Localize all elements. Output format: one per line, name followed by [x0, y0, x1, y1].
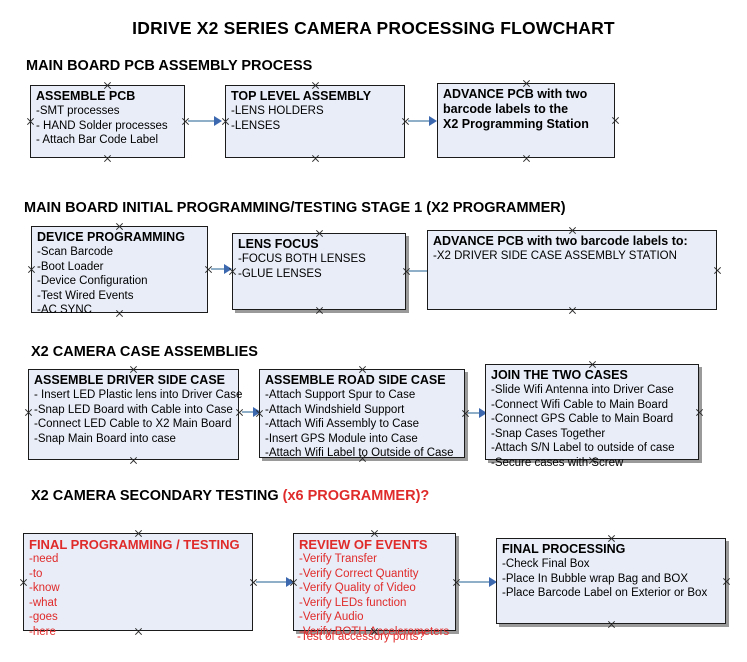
section-heading-2-text: MAIN BOARD INITIAL PROGRAMMING/TESTING S… [24, 200, 566, 216]
flow-box-line: -FOCUS BOTH LENSES [238, 253, 366, 265]
flow-box-line: -Connect GPS Cable to Main Board [491, 413, 674, 425]
section-heading-4-red-text: (x6 PROGRAMMER)? [282, 488, 430, 504]
flow-box-lens-focus[interactable]: LENS FOCUS -FOCUS BOTH LENSES -GLUE LENS… [232, 233, 406, 310]
flow-box-title: FINAL PROGRAMMING / TESTING [29, 537, 240, 552]
flow-box-title: ADVANCE PCB with two barcode labels to: [433, 234, 688, 248]
flow-box-overflow-line: -Test of accessory ports? [297, 631, 425, 643]
flow-box-line: -Secure cases with Screw [491, 456, 624, 469]
flow-box-review-of-events[interactable]: REVIEW OF EVENTS -Verify Transfer -Verif… [293, 533, 456, 638]
flow-box-line: -Verify Transfer [299, 553, 377, 565]
flow-box-line: -Snap Cases Together [491, 427, 606, 440]
flow-box-advance-pcb-programming-station[interactable]: ADVANCE PCB with two barcode labels to t… [437, 83, 615, 158]
flow-box-line: -Snap Main Board into case [34, 432, 176, 445]
flow-box-line: -Snap LED Board with Cable into Case [34, 403, 233, 416]
flow-box-line: -Insert GPS Module into Case [265, 432, 418, 445]
flow-box-title: TOP LEVEL ASSEMBLY [231, 89, 372, 103]
section-heading-4: X2 CAMERA SECONDARY TESTING (x6 PROGRAMM… [31, 488, 429, 504]
flow-box-line: -here [29, 625, 56, 638]
section-heading-2: MAIN BOARD INITIAL PROGRAMMING/TESTING S… [24, 200, 566, 216]
flow-box-line: -Verify Quality of Video [299, 582, 416, 594]
section-heading-1: MAIN BOARD PCB ASSEMBLY PROCESS [26, 58, 312, 74]
flow-box-line: -Attach Wifi Assembly to Case [265, 418, 420, 430]
flow-box-advance-pcb-driver-side-case[interactable]: ADVANCE PCB with two barcode labels to: … [427, 230, 717, 310]
flow-box-final-processing[interactable]: FINAL PROCESSING -Check Final Box -Place… [496, 538, 726, 624]
flow-box-line: -SMT processes [36, 105, 120, 117]
flow-box-title: LENS FOCUS [238, 237, 319, 251]
flow-box-line: -Test Wired Events [37, 289, 134, 302]
flow-box-line: -Device Configuration [37, 275, 148, 287]
flow-box-line: X2 Programming Station [443, 117, 589, 131]
flow-box-line: -Attach Support Spur to Case [265, 389, 416, 401]
flow-box-join-the-two-cases[interactable]: JOIN THE TWO CASES -Slide Wifi Antenna i… [485, 364, 699, 469]
flow-box-line: -Attach Wifi Label to Outside of Case [265, 447, 454, 459]
flow-box-line: -know [29, 582, 60, 594]
section-heading-4-text: X2 CAMERA SECONDARY TESTING [31, 488, 283, 504]
arrow-connector [408, 116, 440, 126]
flow-box-assemble-pcb[interactable]: ASSEMBLE PCB -SMT processes - HAND Solde… [30, 85, 185, 158]
flow-box-final-programming-testing[interactable]: FINAL PROGRAMMING / TESTING -need -to -k… [23, 533, 253, 638]
arrow-connector [468, 408, 490, 418]
flow-box-line: -Check Final Box [502, 558, 590, 570]
arrow-connector [211, 264, 235, 274]
flow-box-title: ADVANCE PCB with two [443, 87, 588, 101]
flow-box-line: -need [29, 553, 59, 565]
flow-box-line: -goes [29, 611, 58, 623]
flow-box-line: barcode labels to the [443, 102, 569, 116]
flow-box-device-programming[interactable]: DEVICE PROGRAMMING -Scan Barcode -Boot L… [31, 226, 208, 316]
arrow-connector [459, 577, 499, 587]
flow-box-line: -Verify LEDs function [299, 596, 407, 609]
page-title: IDRIVE X2 SERIES CAMERA PROCESSING FLOWC… [132, 18, 615, 38]
flow-box-title: ASSEMBLE ROAD SIDE CASE [265, 373, 446, 387]
arrow-connector [188, 116, 224, 126]
flow-box-line: -Verify Correct Quantity [299, 567, 419, 580]
flow-box-line: -Verify Audio [299, 611, 364, 623]
arrow-connector [242, 407, 264, 417]
section-heading-3: X2 CAMERA CASE ASSEMBLIES [31, 344, 258, 360]
flow-box-assemble-driver-side-case[interactable]: ASSEMBLE DRIVER SIDE CASE - Insert LED P… [28, 369, 243, 460]
flow-box-top-level-assembly[interactable]: TOP LEVEL ASSEMBLY -LENS HOLDERS -LENSES [225, 85, 405, 158]
flow-box-title: ASSEMBLE DRIVER SIDE CASE [34, 373, 226, 387]
flow-box-title: FINAL PROCESSING [502, 542, 626, 556]
flow-box-line: -AC SYNC [37, 304, 92, 316]
flow-box-title: REVIEW OF EVENTS [299, 537, 428, 552]
flow-box-line: -X2 DRIVER SIDE CASE ASSEMBLY STATION [433, 250, 677, 262]
flow-box-line: -Connect LED Cable to X2 Main Board [34, 418, 232, 430]
flow-box-line: -Scan Barcode [37, 246, 114, 258]
flow-box-title: JOIN THE TWO CASES [491, 368, 628, 382]
flow-box-line: -Slide Wifi Antenna into Driver Case [491, 384, 674, 396]
flow-box-line: - HAND Solder processes [36, 119, 168, 132]
flow-box-line: -what [29, 596, 58, 609]
flow-box-line: -LENSES [231, 119, 281, 132]
flow-box-line: -LENS HOLDERS [231, 105, 324, 117]
flow-box-line: -Attach Windshield Support [265, 403, 405, 416]
flow-box-assemble-road-side-case[interactable]: ASSEMBLE ROAD SIDE CASE -Attach Support … [259, 369, 465, 459]
flow-box-line: -Verify BOTH Accelerometers [299, 625, 450, 638]
flow-box-title: DEVICE PROGRAMMING [37, 230, 185, 244]
flow-box-line: - Attach Bar Code Label [36, 134, 159, 146]
flow-box-line: -Attach S/N Label to outside of case [491, 442, 675, 454]
section-heading-1-text: MAIN BOARD PCB ASSEMBLY PROCESS [26, 58, 313, 74]
flow-box-line: -Place In Bubble wrap Bag and BOX [502, 572, 689, 585]
flow-box-line: -GLUE LENSES [238, 267, 322, 280]
section-heading-3-text: X2 CAMERA CASE ASSEMBLIES [31, 344, 258, 360]
arrow-connector [256, 577, 296, 587]
flow-box-title: ASSEMBLE PCB [36, 89, 136, 103]
flow-box-line: - Insert LED Plastic lens into Driver Ca… [34, 389, 243, 401]
flow-box-line: -Boot Loader [37, 260, 104, 273]
flow-box-line: -Connect Wifi Cable to Main Board [491, 398, 669, 411]
flow-box-line: -to [29, 567, 43, 580]
flow-box-line: -Place Barcode Label on Exterior or Box [502, 587, 708, 599]
